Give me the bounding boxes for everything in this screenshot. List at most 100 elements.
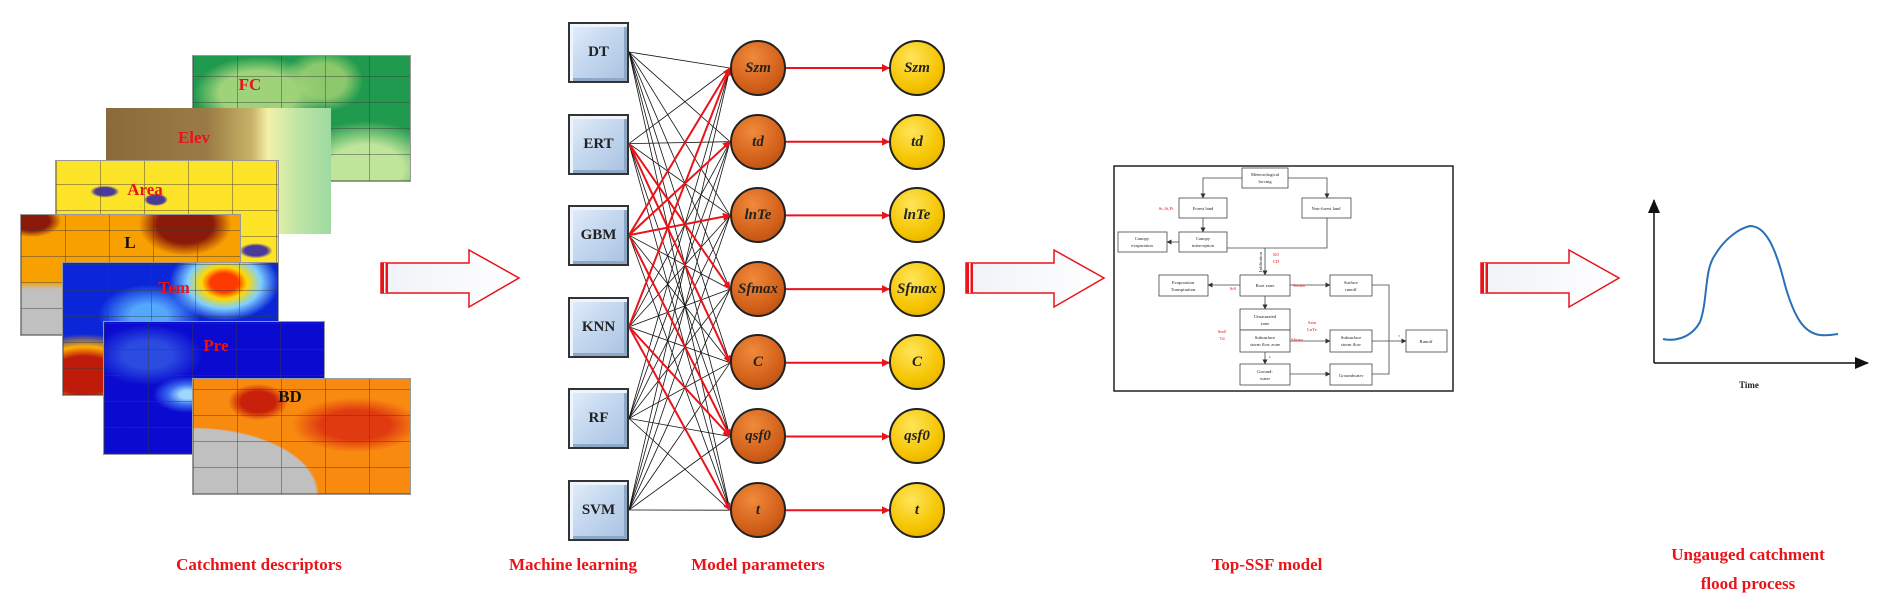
- link-RF-t: [628, 418, 731, 511]
- highlight-link-KNN-Szm: [628, 67, 732, 328]
- map-label-bd: BD: [278, 387, 302, 406]
- link-KNN-Sfmax: [628, 288, 731, 328]
- link-RF-C: [628, 362, 731, 419]
- link-SVM-C: [628, 362, 731, 511]
- box-forest-land: [1178, 197, 1228, 219]
- box-surface-runoff: [1329, 274, 1373, 297]
- highlight-link-ERT-C: [628, 143, 731, 364]
- param-node-td: td: [730, 114, 786, 170]
- link-SVM-Szm: [628, 67, 731, 511]
- link-RF-lnTe: [628, 215, 731, 419]
- link-GBM-C: [628, 234, 731, 364]
- param-node-sfmax: Sfmax: [730, 261, 786, 317]
- param-sr0: Sr0: [1230, 286, 1237, 291]
- caption-ungauged-line1: Ungauged catchment: [1671, 545, 1825, 564]
- ml-box-svm: SVM: [568, 480, 629, 541]
- param-node-qsf0: qsf0: [730, 408, 786, 464]
- topssf-model-diagram: Meteorological forcing Forest land Non-f…: [1113, 165, 1454, 392]
- highlight-link-ERT-Sfmax: [628, 143, 731, 290]
- text-infiltration: Infiltration: [1258, 251, 1263, 272]
- link-KNN-td: [628, 141, 731, 327]
- param-cd: CD: [1273, 259, 1280, 264]
- output-node-td: td: [889, 114, 945, 170]
- param-node-c: C: [730, 334, 786, 390]
- text-cevap-2: evaporation: [1131, 243, 1153, 248]
- highlight-link-KNN-t: [628, 326, 731, 512]
- output-node-lnte: lnTe: [889, 187, 945, 243]
- link-RF-td: [628, 141, 731, 419]
- block-arrow-1: [380, 248, 521, 309]
- param-k0: K0: [1273, 252, 1279, 257]
- text-root: Root zone: [1256, 283, 1275, 288]
- text-gw1-2: water: [1260, 376, 1271, 381]
- map-label-elev: Elev: [177, 128, 211, 147]
- link-SVM-qsf0: [628, 436, 731, 511]
- output-node-qsf0: qsf0: [889, 408, 945, 464]
- param-szm: Szm: [1308, 320, 1317, 325]
- box-canopy-evaporation: [1117, 231, 1168, 253]
- text-surface-1: Surface: [1344, 280, 1358, 285]
- text-met-1: Meteorological: [1251, 172, 1280, 177]
- map-label-fc: FC: [238, 75, 262, 94]
- link-SVM-td: [628, 141, 731, 511]
- text-cint-1: Canopy: [1196, 236, 1211, 241]
- caption-model-parameters: Model parameters: [691, 555, 825, 574]
- caption-ungauged-line2: flood process: [1700, 574, 1796, 593]
- text-surface-2: runoff: [1345, 287, 1357, 292]
- param-sc-st-pt: Sc,St,Pt: [1159, 206, 1174, 212]
- block-arrow-2: [965, 248, 1106, 309]
- map-label-pre: Pre: [203, 336, 229, 355]
- text-unsat-2: zone: [1261, 321, 1270, 326]
- highlight-link-GBM-td: [628, 140, 731, 236]
- param-node-t: t: [730, 482, 786, 538]
- block-arrow-3: [1480, 248, 1621, 309]
- text-et-2: Transpiration: [1171, 287, 1196, 292]
- text-runoff: Runoff: [1420, 339, 1433, 344]
- caption-catchment-descriptors: Catchment descriptors: [176, 555, 342, 574]
- box-meteorological-forcing: [1241, 167, 1289, 189]
- text-ssf-2: storm flow: [1341, 342, 1362, 347]
- box-root-zone: [1239, 274, 1291, 297]
- x-axis-label: Time: [1739, 380, 1759, 390]
- param-node-szm: Szm: [730, 40, 786, 96]
- box-groundwater: [1329, 363, 1373, 386]
- param-srmax: Srmax: [1293, 283, 1306, 288]
- map-label-l: L: [124, 233, 136, 252]
- box-subsurface-storm-flow-zone: [1239, 329, 1291, 353]
- param-sfmax: Sfmax: [1291, 337, 1304, 342]
- output-node-szm: Szm: [889, 40, 945, 96]
- param-td: Td: [1219, 336, 1225, 341]
- network-links: [628, 51, 890, 515]
- text-nonforest: Non-forest land: [1312, 206, 1342, 211]
- box-non-forest-land: [1301, 197, 1352, 219]
- link-GBM-Sfmax: [628, 234, 731, 290]
- text-gw2: Groundwater: [1339, 373, 1364, 378]
- box-subsurface-storm-flow: [1329, 329, 1373, 353]
- ml-box-rf: RF: [568, 388, 629, 449]
- caption-ungauged: Ungauged catchment flood process: [1671, 540, 1824, 598]
- text-cint-2: interception: [1192, 243, 1215, 248]
- output-node-c: C: [889, 334, 945, 390]
- text-met-2: forcing: [1258, 179, 1272, 184]
- text-et-1: Evaporation: [1172, 280, 1195, 285]
- text-gw1-1: Ground-: [1257, 369, 1273, 374]
- output-node-sfmax: Sfmax: [889, 261, 945, 317]
- link-ERT-Szm: [628, 67, 731, 144]
- ml-box-ert: ERT: [568, 114, 629, 175]
- text-forest: Forest land: [1193, 206, 1214, 211]
- param-node-lnte: lnTe: [730, 187, 786, 243]
- ml-box-knn: KNN: [568, 297, 629, 358]
- text-cevap-1: Canopy: [1135, 236, 1150, 241]
- highlight-link-GBM-lnTe: [628, 212, 731, 237]
- param-epsilon: ε: [1269, 354, 1271, 359]
- link-RF-qsf0: [628, 418, 731, 437]
- caption-machine-learning: Machine learning: [509, 555, 637, 574]
- map-bd: [192, 378, 411, 495]
- caption-topssf-model: Top-SSF model: [1211, 555, 1323, 574]
- hydrograph-curve: [1662, 224, 1839, 341]
- box-runoff: [1405, 329, 1448, 353]
- text-ssfz-1: Subsurface: [1255, 335, 1275, 340]
